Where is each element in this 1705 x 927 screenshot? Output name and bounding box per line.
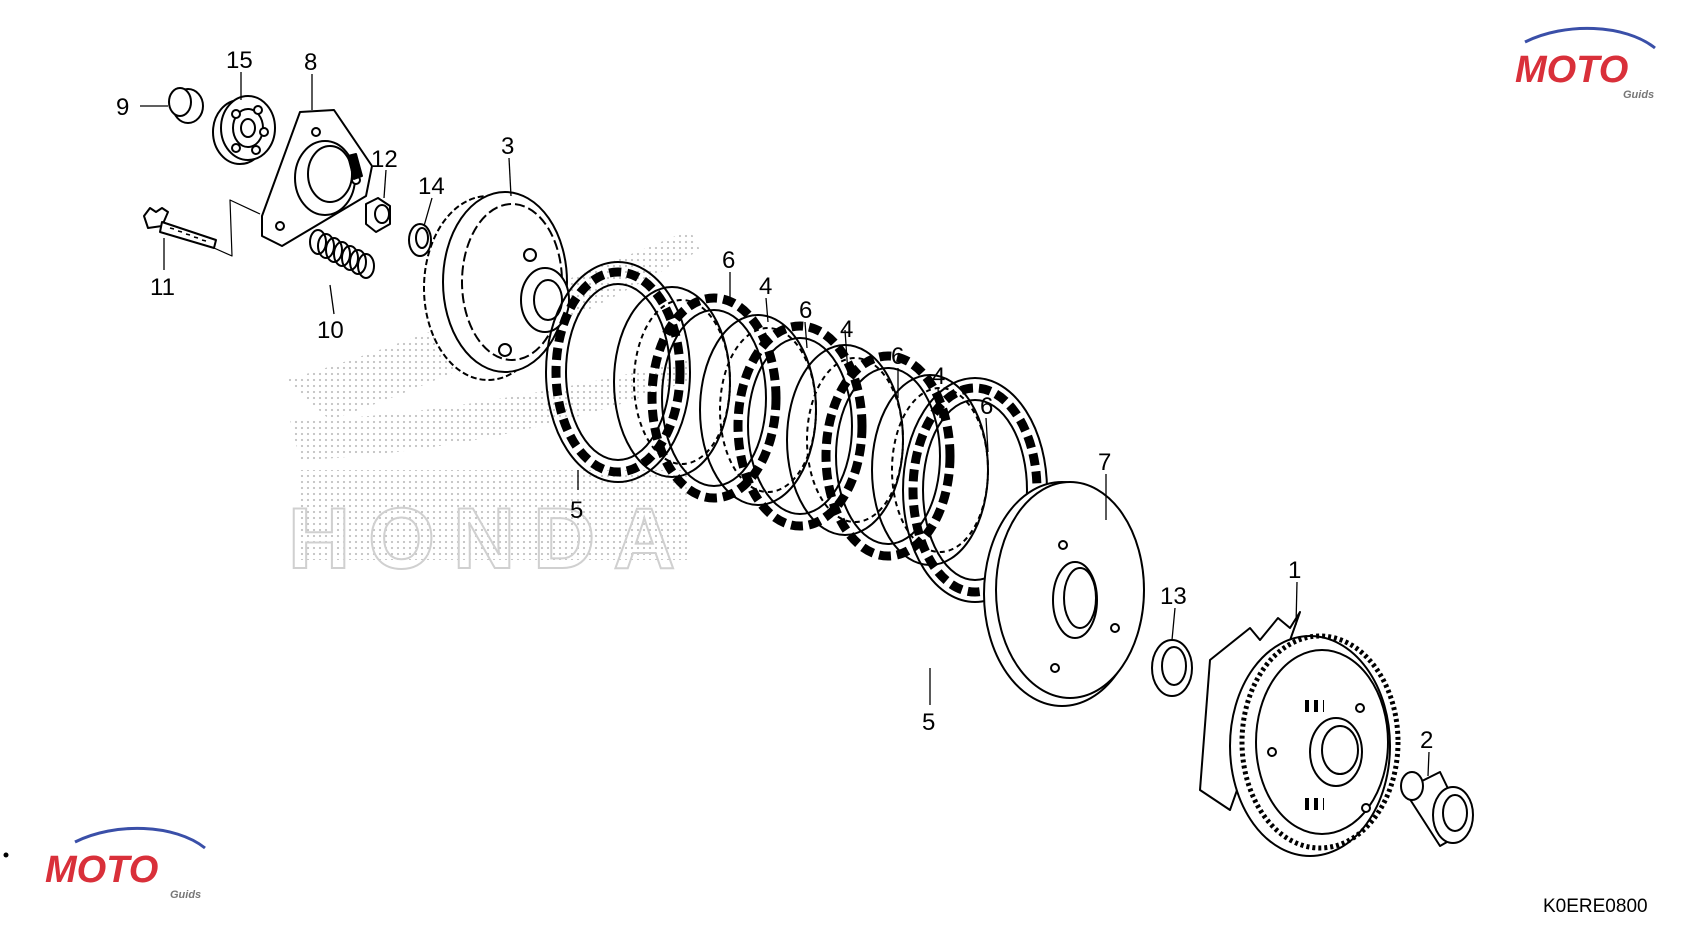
callout-6a: 6 — [722, 247, 735, 274]
part-3-clutch-center — [423, 191, 570, 381]
callout-13: 13 — [1160, 583, 1187, 610]
callout-7: 7 — [1098, 449, 1111, 476]
moto-logo-bottom: MOTO Guids — [45, 826, 206, 901]
callout-15: 15 — [226, 47, 253, 74]
callout-4b: 4 — [840, 316, 853, 343]
part-9-cap — [168, 87, 204, 124]
part-14-washer — [408, 223, 432, 257]
part-15-bearing — [212, 95, 276, 165]
callout-5a: 5 — [570, 497, 583, 524]
callout-14: 14 — [418, 173, 445, 200]
callout-4a: 4 — [759, 273, 772, 300]
part-12-nut — [365, 197, 391, 233]
callout-6d: 6 — [980, 393, 993, 420]
callout-3: 3 — [501, 133, 514, 160]
svg-text:Guids: Guids — [170, 889, 201, 901]
part-4-friction-disc-c — [821, 351, 955, 561]
svg-text:Guids: Guids — [1623, 89, 1654, 101]
part-6-plate-a — [613, 286, 731, 478]
part-1-clutch-outer — [1199, 611, 1401, 857]
part-11-bolt — [143, 199, 261, 257]
part-4-friction-disc-b — [733, 321, 867, 531]
callout-labels: 9 15 8 12 14 3 11 10 6 4 6 4 6 4 6 5 7 1… — [116, 47, 1433, 754]
leader-lines — [140, 72, 1430, 777]
part-8-lifter-plate — [261, 109, 373, 247]
svg-text:MOTO: MOTO — [45, 849, 158, 891]
callout-6c: 6 — [891, 343, 904, 370]
part-6-plate-b — [699, 314, 817, 506]
part-4-friction-disc-a — [647, 293, 781, 503]
callout-12: 12 — [371, 146, 398, 173]
callout-4c: 4 — [932, 363, 945, 390]
callout-1: 1 — [1288, 557, 1301, 584]
part-6-plate-c — [786, 344, 904, 536]
moto-logo-top: MOTO Guids — [1515, 26, 1656, 101]
callout-8: 8 — [304, 49, 317, 76]
part-13-washer — [1151, 639, 1193, 697]
callout-9: 9 — [116, 94, 129, 121]
part-10-spring — [309, 229, 375, 279]
part-2-collar — [1400, 771, 1474, 847]
part-5-friction-disc-a — [545, 261, 691, 483]
callout-6b: 6 — [799, 297, 812, 324]
callout-11: 11 — [150, 274, 175, 301]
part-7-pressure-plate — [983, 481, 1145, 707]
callout-10: 10 — [317, 317, 344, 344]
diagram-code: K0ERE0800 — [1543, 896, 1648, 917]
honda-watermark-text: HONDA — [288, 491, 693, 587]
callout-2: 2 — [1420, 727, 1433, 754]
svg-text:MOTO: MOTO — [1515, 49, 1628, 91]
callout-5b: 5 — [922, 709, 935, 736]
